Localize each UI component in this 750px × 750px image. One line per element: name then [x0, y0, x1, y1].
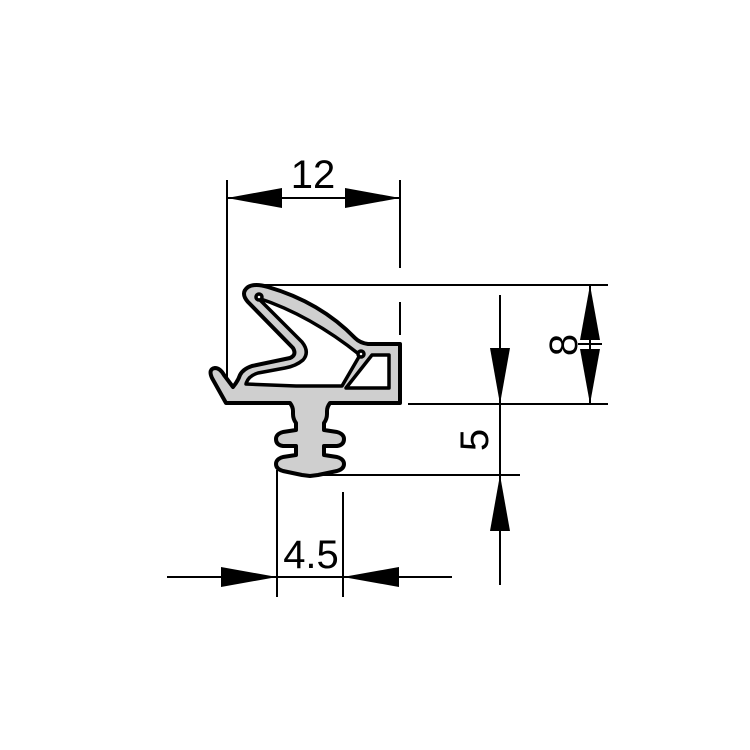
arrow-up-icon: [490, 475, 510, 531]
dimension-overall-height: 8: [542, 285, 602, 404]
arrow-right-icon: [345, 188, 400, 208]
dimension-label-12: 12: [291, 153, 336, 197]
profile-hinge-point: [254, 292, 264, 302]
arrow-down-icon: [580, 349, 600, 404]
profile-cavity-chamber: [344, 353, 391, 390]
dimension-label-5: 5: [453, 429, 497, 451]
profile-hinge-point: [356, 349, 366, 359]
arrow-down-icon: [490, 348, 510, 404]
dimension-top-width: 12: [226, 153, 401, 382]
arrow-left-icon: [343, 567, 399, 587]
arrow-up-icon: [580, 285, 600, 340]
arrow-left-icon: [227, 188, 282, 208]
dimension-foot-width: 4.5: [167, 470, 452, 597]
arrow-right-icon: [221, 567, 277, 587]
dimension-label-8: 8: [542, 334, 586, 356]
dimension-foot-height: 5: [453, 295, 510, 585]
profile-cavity-hook: [244, 296, 362, 388]
seal-profile: [208, 283, 402, 478]
dimension-label-4-5: 4.5: [283, 533, 339, 577]
